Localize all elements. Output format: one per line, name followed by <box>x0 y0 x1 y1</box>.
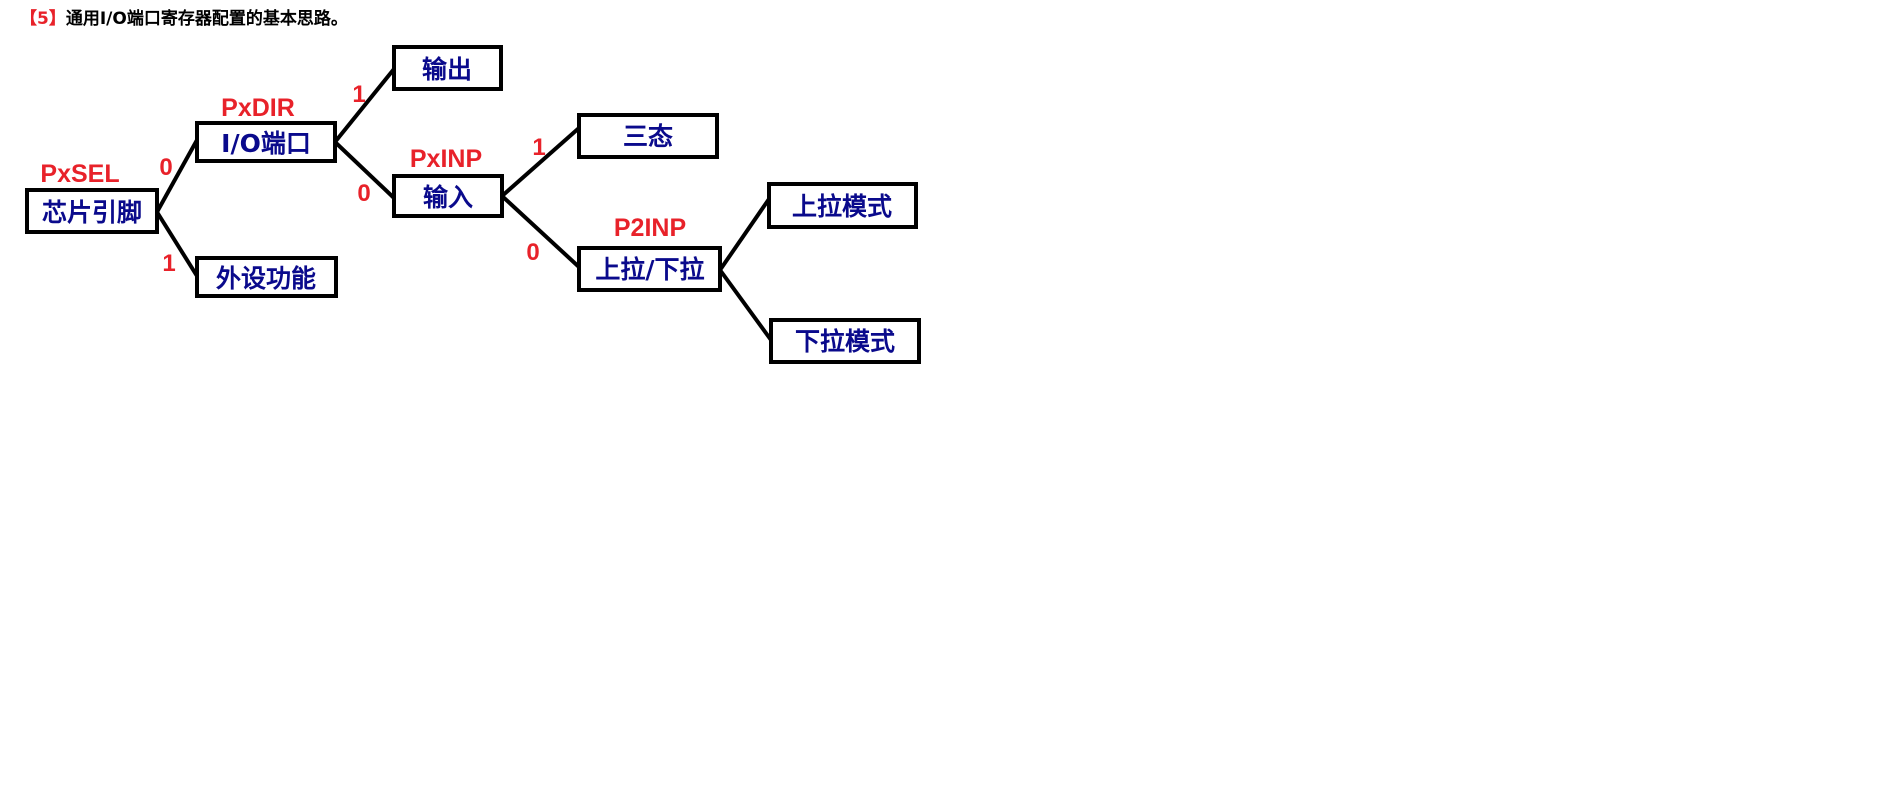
node-chip-pin: 芯片引脚 <box>25 188 159 234</box>
register-p2inp: P2INP <box>614 214 686 242</box>
bit-pxdir-0: 0 <box>357 180 370 207</box>
node-peripheral: 外设功能 <box>195 256 338 298</box>
node-io-port-label: I/O端口 <box>221 129 311 158</box>
edge-pull-to-pulldown <box>718 268 773 342</box>
node-input-label: 输入 <box>423 183 473 212</box>
node-io-port: I/O端口 <box>195 121 337 163</box>
node-peripheral-label: 外设功能 <box>216 264 316 293</box>
heading-text: 通用I/O端口寄存器配置的基本思路。 <box>65 9 348 29</box>
node-output-label: 输出 <box>422 55 472 84</box>
bit-pxsel-1: 1 <box>162 250 175 277</box>
node-pulldown-mode-label: 下拉模式 <box>795 327 895 356</box>
node-pull-updown-label: 上拉/下拉 <box>595 255 704 284</box>
node-tristate-label: 三态 <box>623 122 673 151</box>
heading-number: 【5】 <box>20 9 66 29</box>
node-input: 输入 <box>392 174 504 218</box>
edges <box>155 67 773 342</box>
edge-pull-to-pullup <box>718 197 771 272</box>
heading: 【5】通用I/O端口寄存器配置的基本思路。 <box>20 4 348 29</box>
edge-pin-to-peripheral <box>155 210 199 278</box>
bit-pxdir-1: 1 <box>352 81 365 108</box>
register-pxsel: PxSEL <box>40 160 119 188</box>
edge-input-to-tristate <box>500 126 581 198</box>
edge-io-to-input <box>333 140 396 200</box>
register-pxinp: PxINP <box>410 145 482 173</box>
bit-pxsel-0: 0 <box>159 154 172 181</box>
node-pulldown-mode: 下拉模式 <box>769 318 921 364</box>
edge-io-to-output <box>333 67 396 144</box>
node-pullup-mode: 上拉模式 <box>767 182 918 229</box>
node-chip-pin-label: 芯片引脚 <box>42 198 142 227</box>
node-output: 输出 <box>392 45 503 91</box>
bit-pxinp-1: 1 <box>532 134 545 161</box>
node-pull-updown: 上拉/下拉 <box>577 246 722 292</box>
bit-pxinp-0: 0 <box>526 239 539 266</box>
register-pxdir: PxDIR <box>221 94 295 122</box>
node-tristate: 三态 <box>577 113 719 159</box>
edge-pin-to-io <box>155 139 199 213</box>
edge-input-to-pull <box>500 194 581 269</box>
node-pullup-mode-label: 上拉模式 <box>792 192 892 221</box>
